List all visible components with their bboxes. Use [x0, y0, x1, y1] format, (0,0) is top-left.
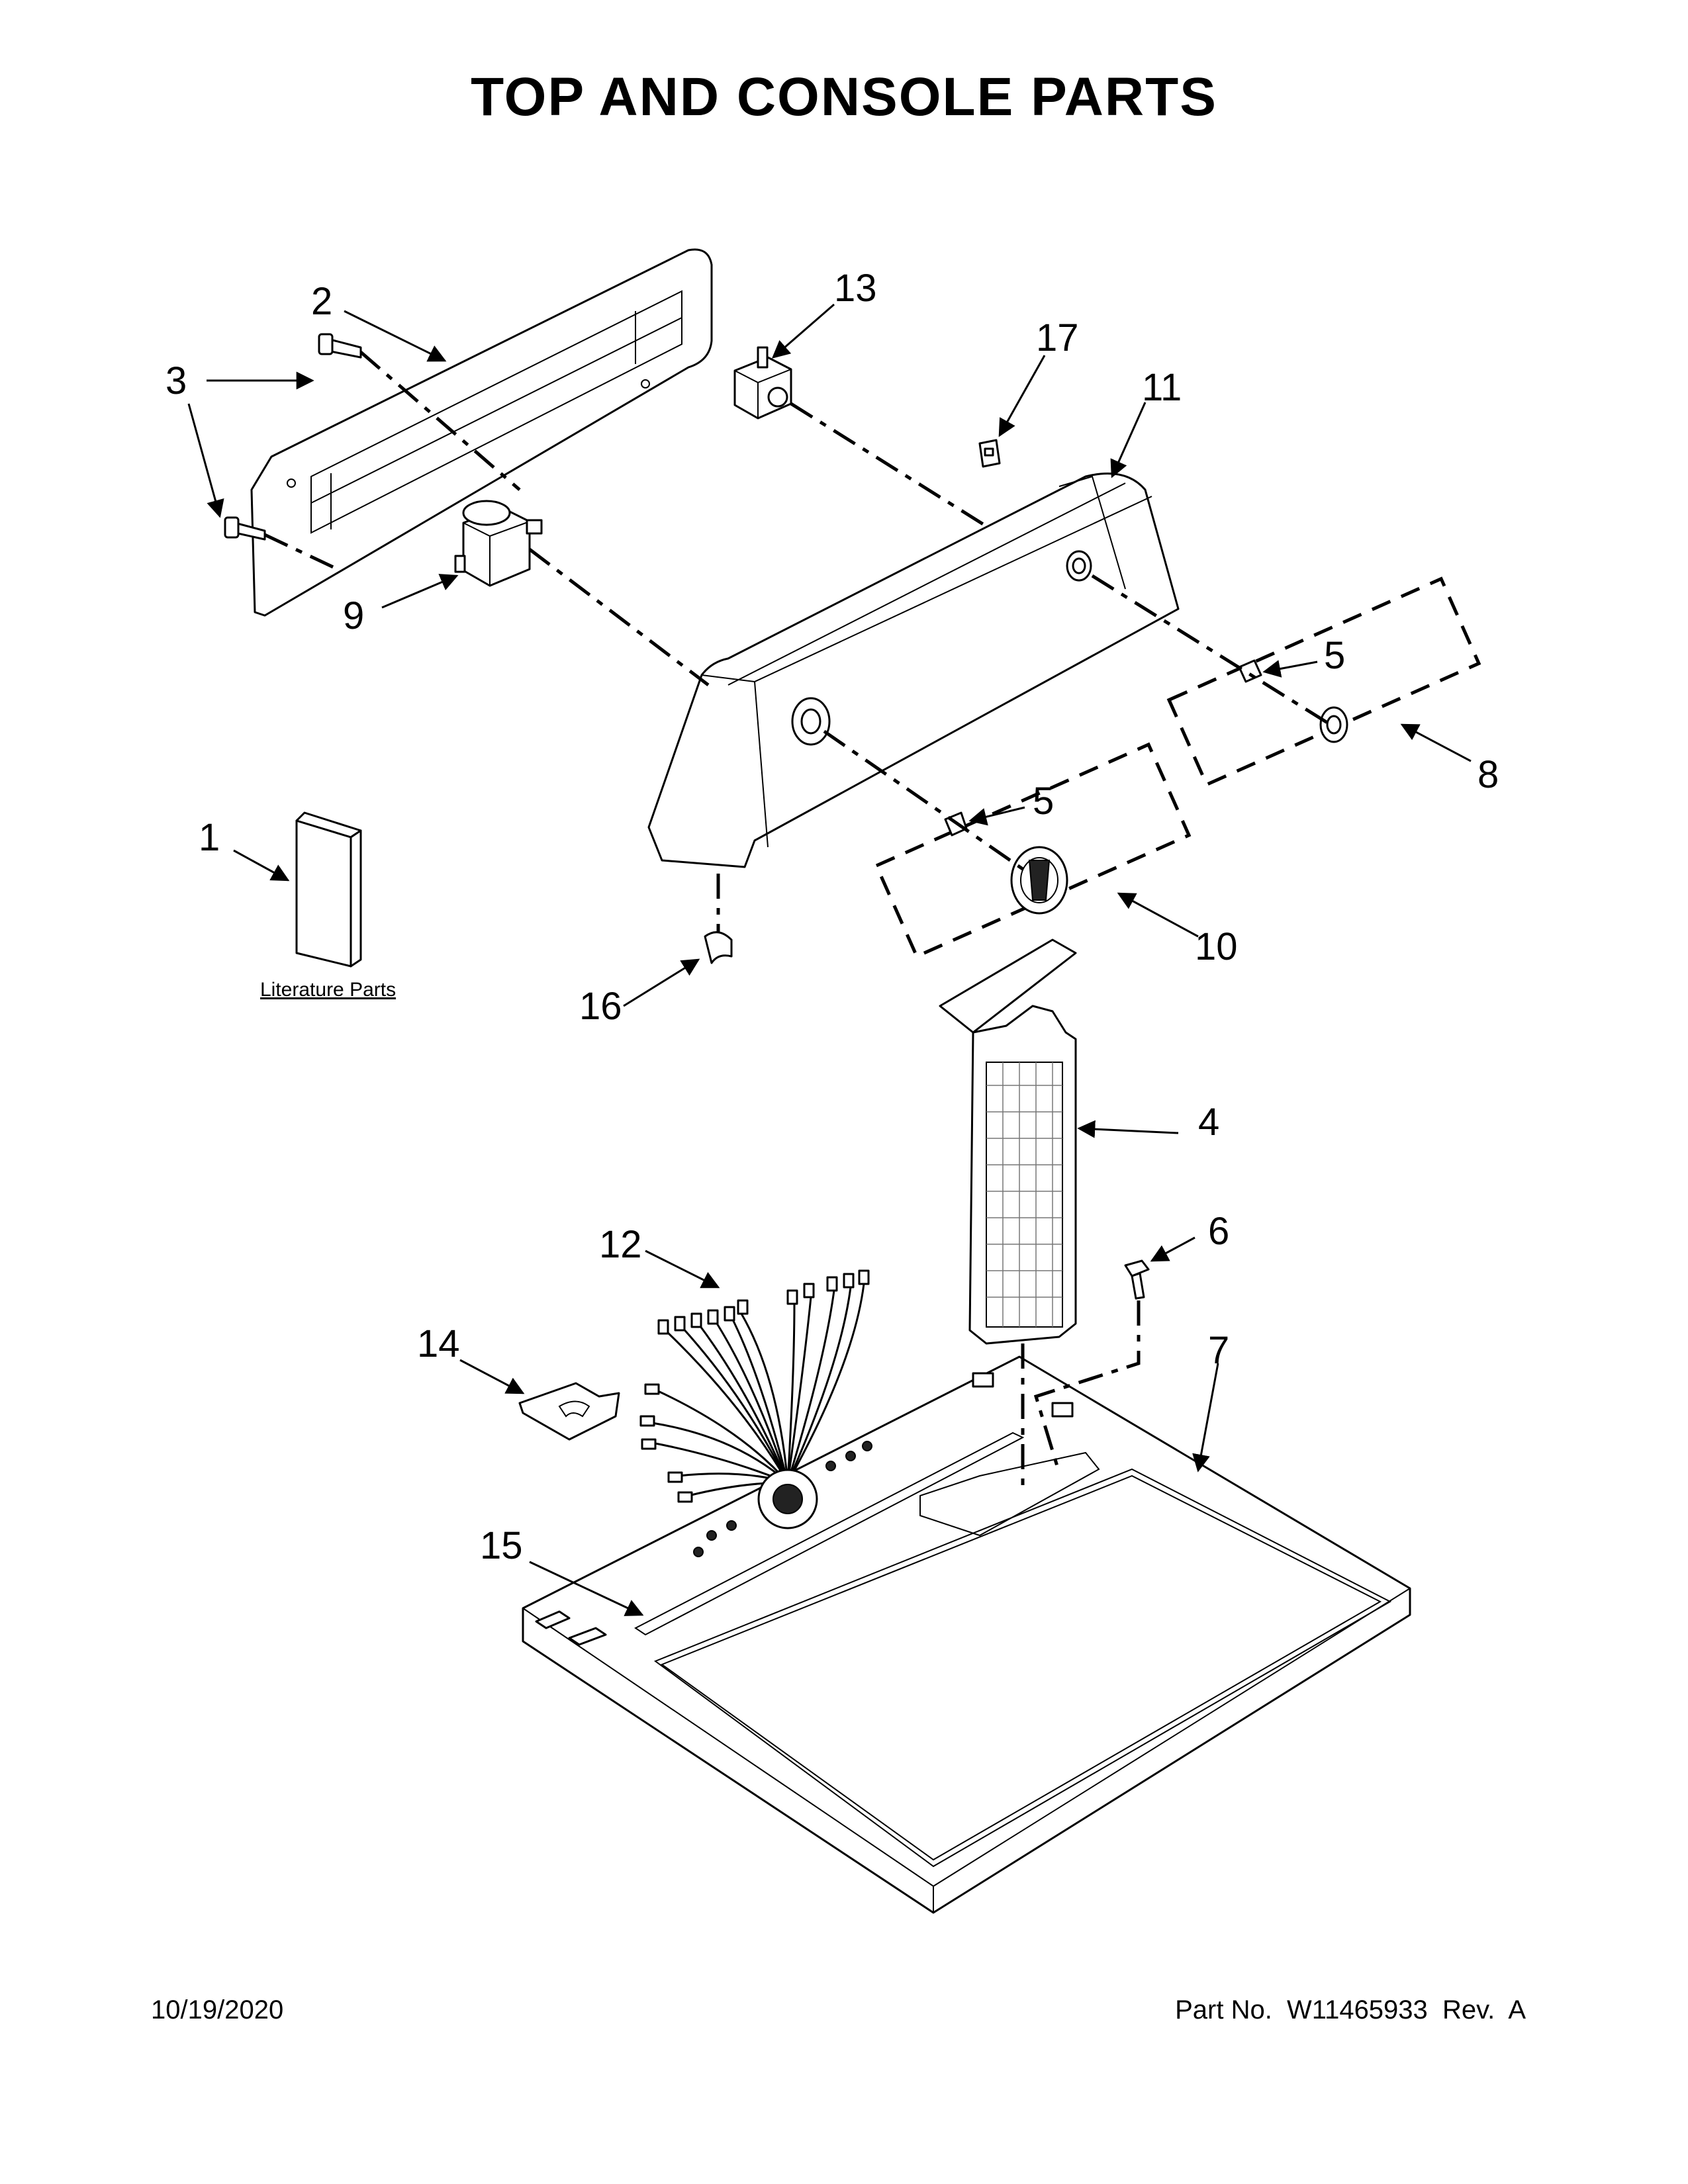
- leader-arrows: [187, 303, 1472, 1616]
- footer-date: 10/19/2020: [151, 1995, 284, 2025]
- clip: [978, 439, 1001, 468]
- page-title: TOP AND CONSOLE PARTS: [471, 67, 1217, 127]
- callout-12: 12: [599, 1223, 642, 1266]
- literature-booklet: [295, 811, 362, 968]
- callout-13: 13: [834, 267, 877, 310]
- callout-5-upper: 5: [1324, 634, 1345, 677]
- callout-6: 6: [1208, 1210, 1229, 1253]
- bracket: [518, 1382, 620, 1441]
- literature-parts-label: Literature Parts: [260, 979, 396, 1001]
- assembly-lines: [263, 351, 1332, 1489]
- knob-assembly-upper: [1166, 576, 1481, 787]
- callout-1: 1: [199, 816, 220, 859]
- rear-console-panel: [250, 248, 713, 617]
- top-panel: [522, 1355, 1411, 1914]
- callout-7: 7: [1208, 1329, 1229, 1372]
- screw-upper: [318, 333, 362, 359]
- callout-3: 3: [165, 359, 187, 402]
- callout-2: 2: [311, 280, 332, 323]
- knob-assembly-lower: [874, 742, 1192, 959]
- callout-10: 10: [1195, 925, 1238, 968]
- callout-11: 11: [1142, 366, 1182, 409]
- push-to-start-switch: [733, 346, 792, 420]
- callout-5-lower: 5: [1033, 780, 1054, 823]
- console-clip: [704, 931, 733, 964]
- screw-lower: [224, 516, 266, 541]
- lint-screen: [939, 938, 1077, 1345]
- footer-part-number: Part No. W11465933 Rev. A: [1175, 1995, 1526, 2025]
- callout-14: 14: [417, 1322, 460, 1365]
- callout-15: 15: [480, 1524, 523, 1567]
- console: [647, 473, 1180, 868]
- callout-9: 9: [343, 594, 364, 637]
- screw-lint: [1124, 1259, 1150, 1300]
- callout-17: 17: [1036, 316, 1079, 359]
- callout-16: 16: [579, 985, 622, 1028]
- timer: [454, 500, 543, 587]
- callout-4: 4: [1198, 1101, 1219, 1144]
- callout-8: 8: [1477, 753, 1499, 796]
